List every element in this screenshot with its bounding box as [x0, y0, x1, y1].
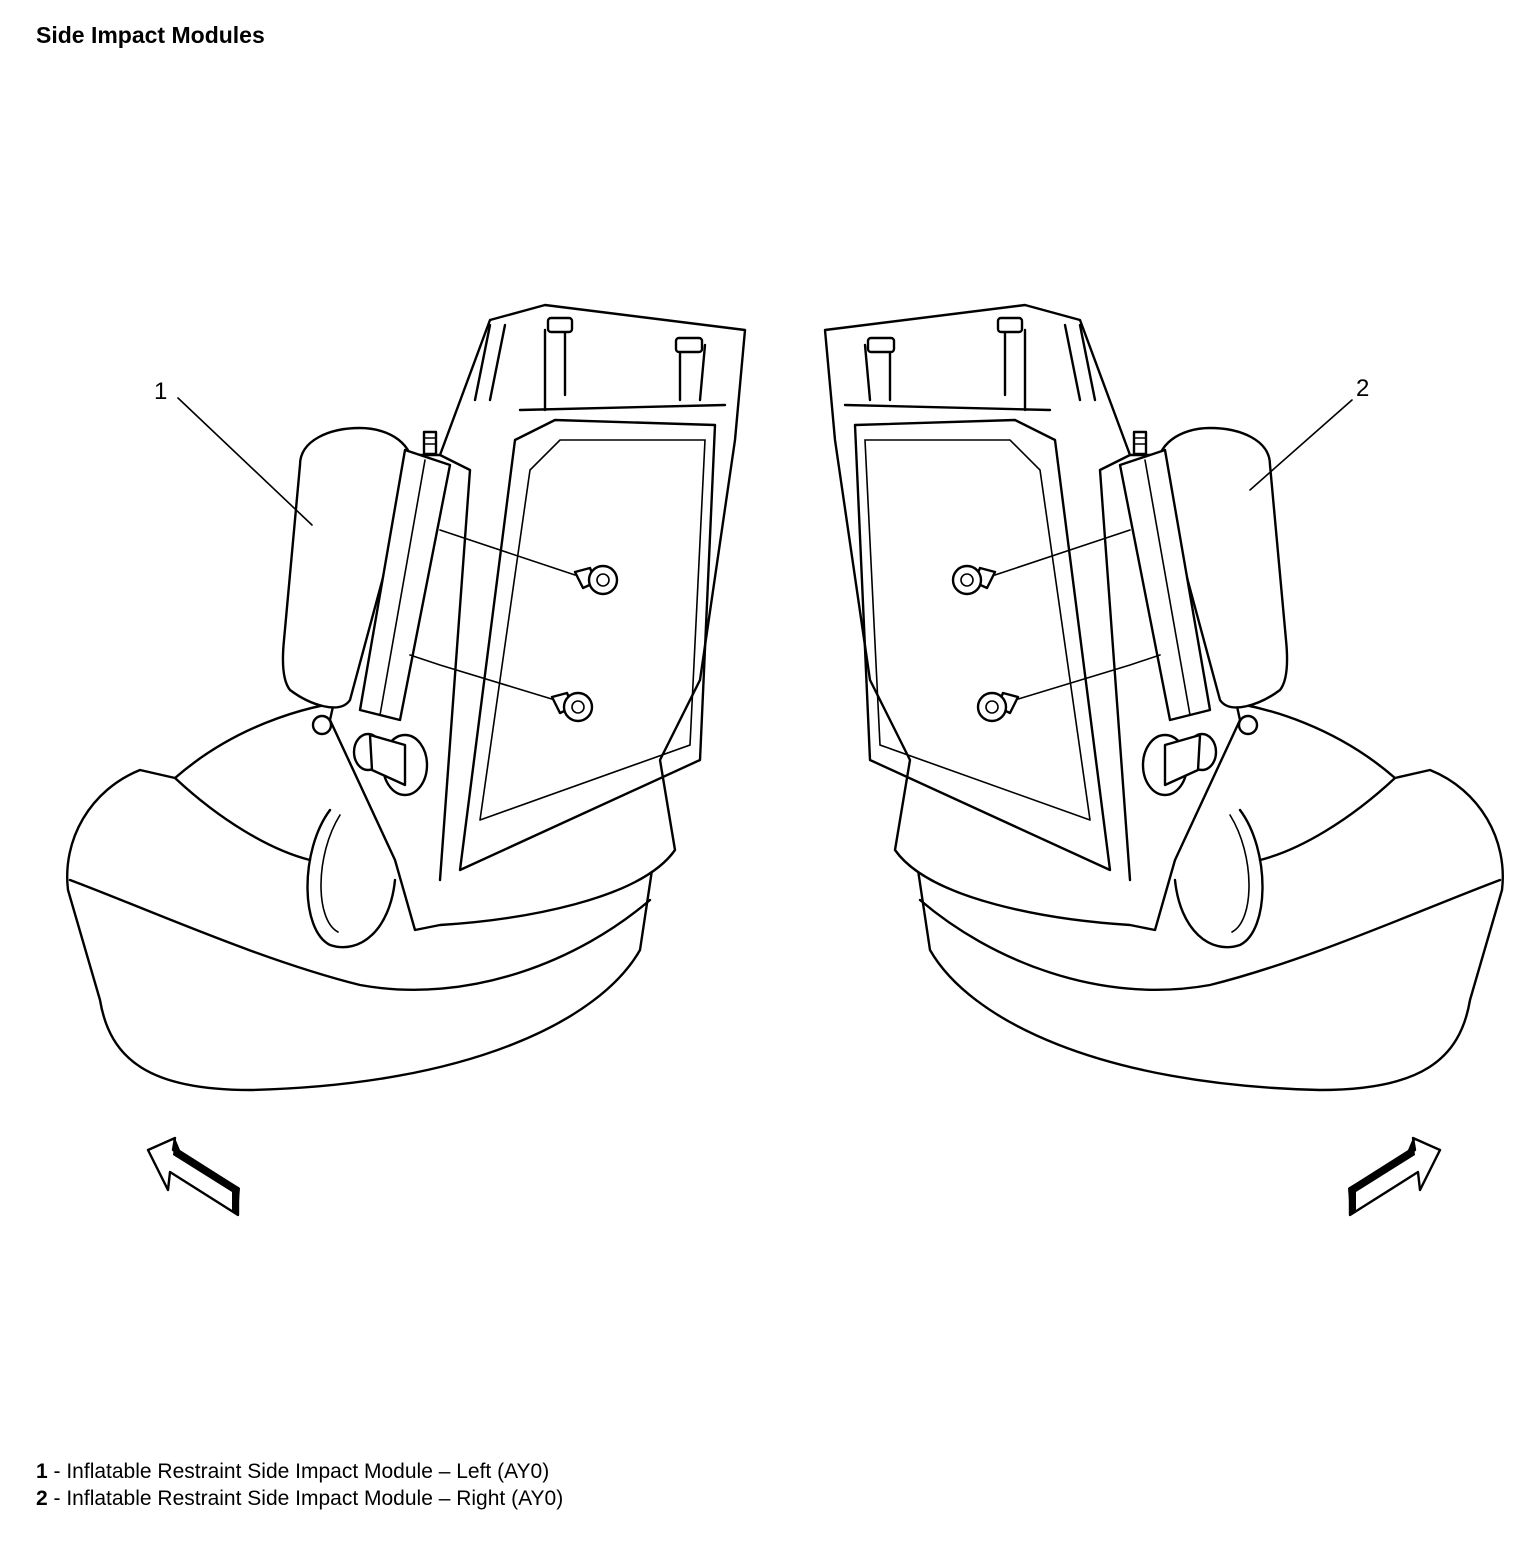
legend: 1 - Inflatable Restraint Side Impact Mod… — [36, 1458, 563, 1512]
callout-2: 2 — [1356, 375, 1369, 402]
legend-text: - Inflatable Restraint Side Impact Modul… — [47, 1460, 550, 1483]
legend-text: - Inflatable Restraint Side Impact Modul… — [47, 1487, 564, 1510]
callout-leader-1 — [177, 397, 313, 526]
legend-item: 2 - Inflatable Restraint Side Impact Mod… — [36, 1485, 563, 1512]
legend-item: 1 - Inflatable Restraint Side Impact Mod… — [36, 1458, 563, 1485]
right-seat-illustration — [823, 303, 1505, 1092]
front-direction-arrow-icon — [146, 1136, 242, 1217]
callout-leader-2 — [1249, 399, 1353, 491]
front-direction-arrow-icon — [1346, 1136, 1442, 1217]
left-seat-illustration — [65, 303, 747, 1092]
legend-number: 1 — [36, 1460, 48, 1483]
callout-1: 1 — [154, 378, 167, 405]
page-title: Side Impact Modules — [36, 22, 265, 48]
legend-number: 2 — [36, 1487, 48, 1510]
